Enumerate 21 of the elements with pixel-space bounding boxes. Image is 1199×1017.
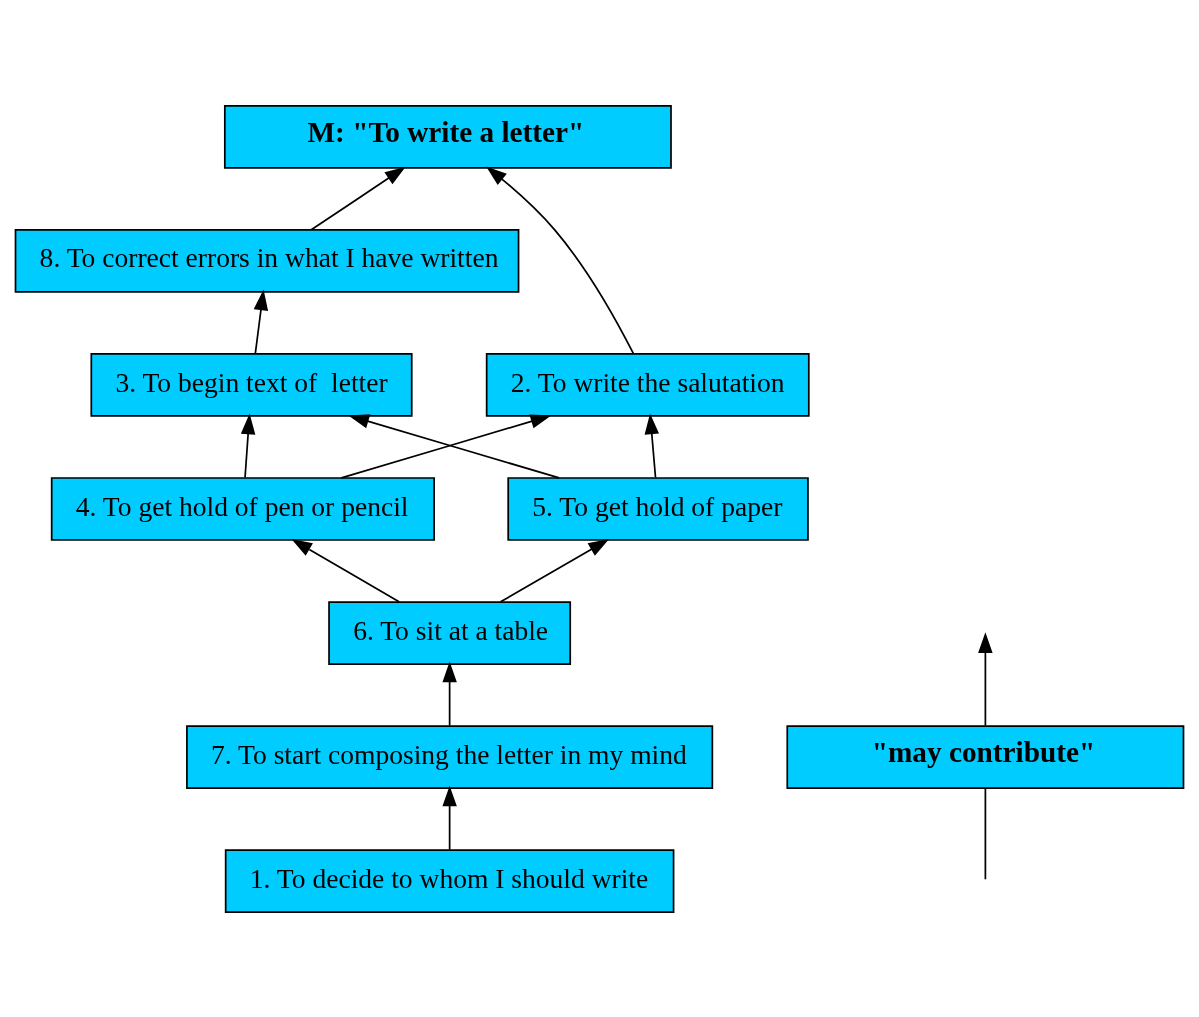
connector xyxy=(984,787,987,880)
node-box: "may contribute" xyxy=(786,724,1185,789)
arrow xyxy=(486,165,635,355)
node-box: M: "To write a letter" xyxy=(223,104,672,169)
arrow xyxy=(291,538,400,603)
arrow xyxy=(978,631,993,726)
node-box: 1. To decide to whom I should write xyxy=(224,848,675,913)
arrow xyxy=(240,413,256,478)
node-box: 5. To get hold of paper xyxy=(507,476,809,541)
arrow xyxy=(499,538,610,603)
node-box: 7. To start composing the letter in my mind xyxy=(186,724,714,789)
arrow xyxy=(442,785,457,850)
node-box: 6. To sit at a table xyxy=(328,600,572,665)
node-box: 2. To write the salutation xyxy=(485,352,810,417)
arrow xyxy=(442,661,457,726)
arrow xyxy=(310,166,406,231)
node-box: 3. To begin text of letter xyxy=(90,352,413,417)
arrow xyxy=(253,289,269,354)
node-box: 4. To get hold of pen or pencil xyxy=(50,476,435,541)
arrow xyxy=(644,413,660,478)
node-box: 8. To correct errors in what I have written xyxy=(14,228,520,293)
